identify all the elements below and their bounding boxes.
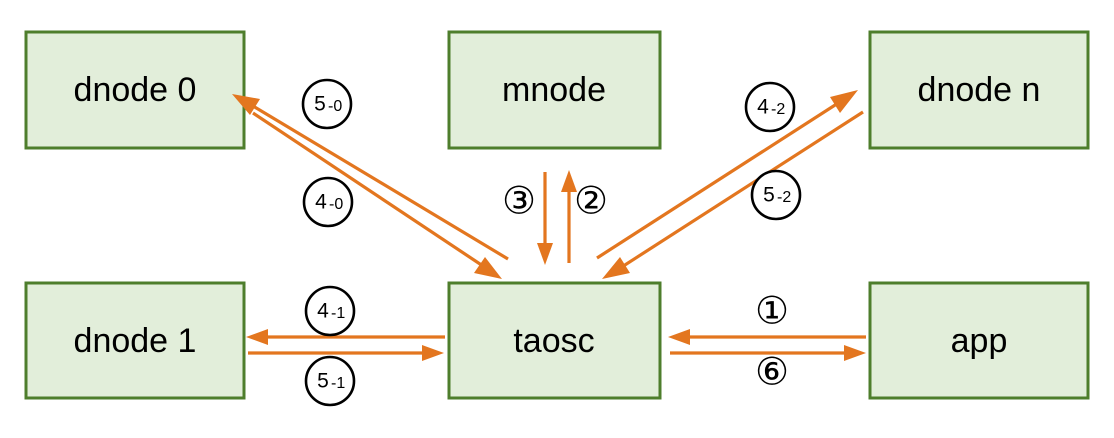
arrow-head bbox=[537, 243, 553, 265]
edge-label-2: ② bbox=[574, 179, 608, 223]
edge-line bbox=[596, 96, 847, 260]
edge-label-4-2: 4 -2 bbox=[744, 81, 796, 133]
arrow-head bbox=[561, 170, 577, 192]
label-circle-ring bbox=[301, 78, 353, 130]
node-label: taosc bbox=[513, 322, 594, 360]
node-label: dnode n bbox=[918, 71, 1041, 109]
label-main: 4 bbox=[757, 96, 769, 119]
edge-label-4-0: 4 -0 bbox=[302, 176, 354, 228]
label-main: 5 bbox=[314, 93, 326, 116]
label-sub: -0 bbox=[328, 98, 342, 115]
node-taosc[interactable]: taosc bbox=[447, 281, 662, 400]
label-circle-ring bbox=[750, 169, 802, 221]
label-circle-ring bbox=[744, 81, 796, 133]
label-circle-ring bbox=[304, 355, 356, 407]
label-main: 5 bbox=[763, 184, 775, 207]
label-circle-ring bbox=[304, 285, 356, 337]
node-box-rect bbox=[24, 281, 246, 400]
label-sub: -0 bbox=[329, 196, 343, 213]
arrow-head bbox=[668, 329, 690, 345]
node-app[interactable]: app bbox=[868, 281, 1090, 400]
node-box-rect bbox=[447, 281, 662, 400]
node-box-rect bbox=[868, 281, 1090, 400]
edge-label-5-2: 5 -2 bbox=[750, 169, 802, 221]
node-dnode0[interactable]: dnode 0 bbox=[24, 30, 246, 150]
edge-4-1-arrow bbox=[246, 329, 445, 345]
edge-label-6: ⑥ bbox=[755, 350, 789, 394]
edge-5-1-arrow bbox=[248, 345, 444, 361]
node-dnode1[interactable]: dnode 1 bbox=[24, 281, 246, 400]
label-main: 4 bbox=[315, 191, 327, 214]
edge-3-arrow bbox=[537, 172, 553, 265]
label-main: 4 bbox=[317, 300, 329, 323]
arrow-head bbox=[422, 345, 444, 361]
edge-label-5-1: 5 -1 bbox=[304, 355, 356, 407]
node-dnoden[interactable]: dnode n bbox=[868, 30, 1090, 150]
node-box-rect bbox=[447, 30, 662, 150]
edge-4-0-arrow bbox=[232, 94, 509, 261]
node-label: app bbox=[951, 322, 1008, 360]
label-circle-ring bbox=[302, 176, 354, 228]
arrow-head bbox=[602, 257, 630, 279]
edge-5-0-arrow bbox=[252, 111, 502, 279]
label-main: 5 bbox=[317, 370, 329, 393]
node-label: dnode 0 bbox=[74, 71, 197, 109]
edge-label-1: ① bbox=[755, 289, 789, 333]
label-sub: -1 bbox=[331, 305, 345, 322]
node-label: mnode bbox=[502, 71, 606, 109]
edge-5-2-arrow bbox=[602, 110, 864, 279]
arrow-head bbox=[232, 94, 260, 115]
node-box-rect bbox=[24, 30, 246, 150]
edge-line bbox=[252, 111, 493, 274]
edge-label-4-1: 4 -1 bbox=[304, 285, 356, 337]
node-mnode[interactable]: mnode bbox=[447, 30, 662, 150]
arrow-head bbox=[844, 345, 866, 361]
edge-line bbox=[242, 98, 509, 261]
label-sub: -1 bbox=[331, 375, 345, 392]
arrow-head bbox=[474, 257, 502, 279]
edge-2-arrow bbox=[561, 170, 577, 263]
edge-6-arrow bbox=[670, 345, 866, 361]
edge-label-3: ③ bbox=[502, 179, 536, 223]
label-sub: -2 bbox=[771, 101, 785, 118]
edge-4-2-arrow bbox=[596, 90, 858, 260]
node-label: dnode 1 bbox=[74, 322, 197, 360]
arrow-head bbox=[246, 329, 268, 345]
edge-label-5-0: 5 -0 bbox=[301, 78, 353, 130]
edge-1-arrow bbox=[668, 329, 866, 345]
label-sub: -2 bbox=[777, 189, 791, 206]
node-box-rect bbox=[868, 30, 1090, 150]
edge-line bbox=[613, 110, 864, 274]
arrow-head bbox=[830, 90, 858, 113]
